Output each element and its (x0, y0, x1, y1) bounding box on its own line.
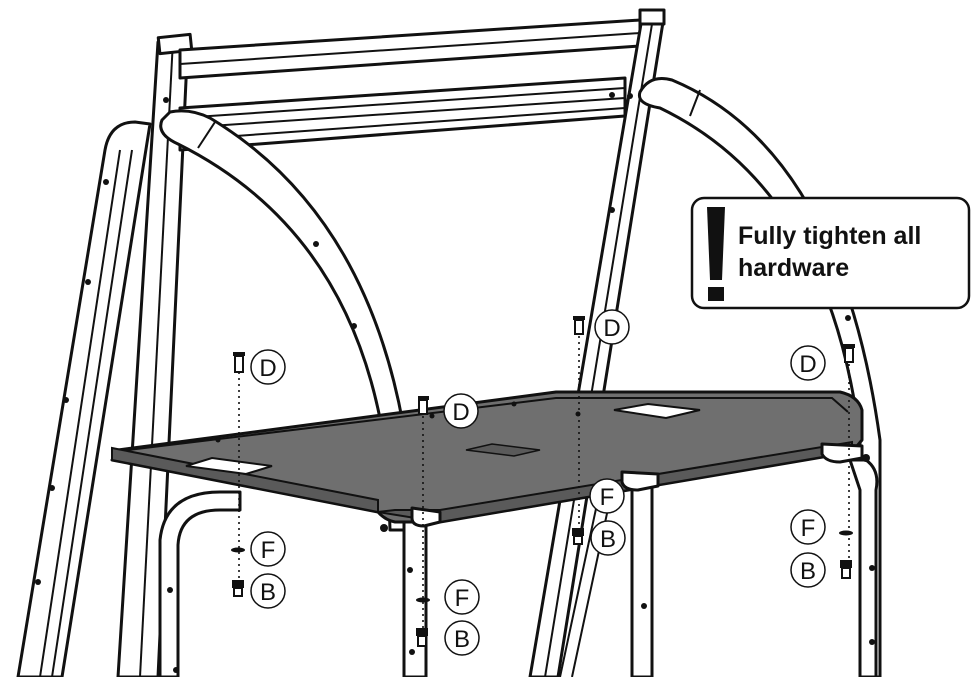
callout-b-right: B (790, 552, 826, 588)
hardware-stack-right (839, 344, 855, 579)
warning-line-1: Fully tighten all (738, 222, 921, 250)
washer-icon (416, 597, 430, 603)
callout-label: B (600, 526, 616, 553)
callout-b-right-center: B (590, 520, 626, 556)
callout-label: D (603, 315, 620, 342)
callout-b-left: B (250, 573, 286, 609)
lower-left-loop (158, 490, 242, 677)
callout-label: D (799, 351, 816, 378)
callout-d-center: D (443, 393, 479, 429)
callout-label: F (261, 537, 276, 564)
bolt-icon (843, 344, 855, 363)
callout-f-right-center: F (589, 478, 625, 514)
right-arch-tube (637, 77, 882, 677)
shelf-brackets (380, 442, 870, 532)
top-cross-rail (178, 18, 642, 152)
callout-b-center: B (444, 620, 480, 656)
callout-label: B (260, 579, 276, 606)
screw-icon (572, 528, 584, 545)
bolt-icon (233, 352, 245, 373)
callout-label: F (455, 585, 470, 612)
lower-right-loop (848, 458, 879, 677)
hardware-stack-right-center (572, 316, 585, 545)
bolt-icon (573, 316, 585, 335)
screw-icon (416, 628, 428, 647)
hardware-stack-left (231, 352, 245, 597)
warning-line-2: hardware (738, 254, 849, 282)
callout-label: B (800, 558, 816, 585)
callout-d-right: D (790, 345, 826, 381)
rear-left-leg (16, 120, 152, 677)
washer-icon (231, 547, 245, 553)
screw-icon (232, 580, 244, 597)
hardware-stack-center (416, 396, 430, 647)
callout-label: D (259, 355, 276, 382)
callout-f-center: F (444, 579, 480, 615)
callout-label: F (600, 484, 615, 511)
callout-f-right: F (790, 509, 826, 545)
callout-label: D (452, 399, 469, 426)
callout-label: B (454, 626, 470, 653)
bolt-icon (418, 396, 429, 415)
callout-f-left: F (250, 531, 286, 567)
screw-icon (840, 560, 852, 579)
callout-label: F (801, 515, 816, 542)
washer-icon (839, 530, 853, 536)
warning-callout: Fully tighten all hardware (690, 196, 971, 310)
callout-d-right-center: D (594, 309, 630, 345)
exclamation-icon (707, 207, 725, 301)
callout-d-left: D (250, 349, 286, 385)
